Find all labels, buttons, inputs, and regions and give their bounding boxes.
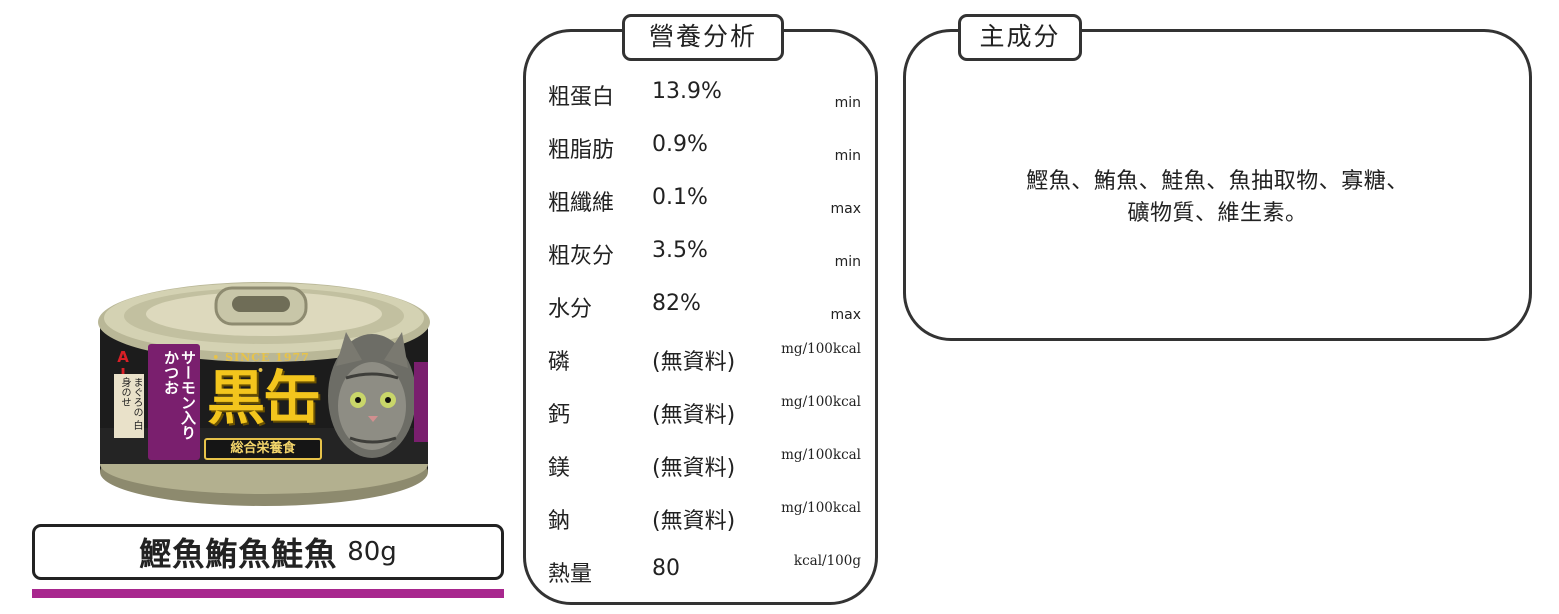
ingredients-title: 主成分: [958, 14, 1082, 61]
nutrition-row: 磷 (無資料) mg/100kcal: [526, 341, 881, 397]
nutrient-label: 粗灰分: [548, 244, 615, 269]
ingredients-line: 礦物質、維生素。: [1127, 201, 1308, 226]
nutrient-unit: mg/100kcal: [781, 341, 861, 357]
nutrient-unit: min: [834, 148, 861, 164]
nutrient-unit: kcal/100g: [793, 553, 861, 569]
nutrition-row: 鈉 (無資料) mg/100kcal: [526, 500, 881, 556]
nutrient-unit: min: [834, 254, 861, 270]
nutrient-label: 熱量: [548, 562, 593, 587]
nutrient-value: 0.9%: [652, 132, 708, 157]
nutrient-value: 13.9%: [652, 79, 722, 104]
accent-bar: [32, 589, 504, 598]
nutrition-panel: 粗蛋白 13.9% min 粗脂肪 0.9% min 粗纖維 0.1% max …: [523, 29, 878, 605]
nutrition-title: 營養分析: [622, 14, 784, 61]
nutrient-label: 磷: [548, 350, 571, 375]
nutrient-value: (無資料): [652, 509, 736, 534]
nutrient-unit: max: [830, 307, 861, 323]
can-since-text: • SINCE 1977 •: [212, 351, 310, 377]
nutrient-value: (無資料): [652, 456, 736, 481]
can-product-name: 黒缶: [206, 364, 321, 432]
nutrition-row: 粗灰分 3.5% min: [526, 238, 881, 291]
nutrient-unit: max: [830, 201, 861, 217]
nutrition-row: 粗纖維 0.1% max: [526, 185, 881, 238]
nutrient-value: (無資料): [652, 403, 736, 428]
can-side-label: まぐろの 白身のせ: [114, 374, 144, 438]
nutrient-label: 水分: [548, 297, 593, 322]
nutrient-value: 80: [652, 556, 680, 581]
nutrition-row: 粗蛋白 13.9% min: [526, 79, 881, 132]
nutrient-label: 鈉: [548, 509, 571, 534]
ingredients-panel: 鰹魚、鮪魚、鮭魚、魚抽取物、寡糖、 礦物質、維生素。: [903, 29, 1532, 341]
product-name: 鰹魚鮪魚鮭魚: [139, 535, 338, 573]
product-section: AIXIA まぐろの 白身のせ サーモン入り かつお • SINCE 1977 …: [0, 0, 520, 614]
nutrition-row: 水分 82% max: [526, 291, 881, 344]
nutrient-value: (無資料): [652, 350, 736, 375]
can-flavor-label: サーモン入り かつお: [148, 344, 200, 460]
nutrient-value: 82%: [652, 291, 701, 316]
nutrition-row: 鈣 (無資料) mg/100kcal: [526, 394, 881, 450]
nutrient-unit: min: [834, 95, 861, 111]
nutrient-label: 粗纖維: [548, 191, 615, 216]
nutrition-row: 鎂 (無資料) mg/100kcal: [526, 447, 881, 503]
nutrition-row: 粗脂肪 0.9% min: [526, 132, 881, 185]
cat-food-can-image: AIXIA まぐろの 白身のせ サーモン入り かつお • SINCE 1977 …: [96, 278, 432, 510]
nutrient-unit: mg/100kcal: [781, 447, 861, 463]
ingredients-line: 鰹魚、鮪魚、鮭魚、魚抽取物、寡糖、: [1026, 169, 1409, 194]
product-name-box: 鰹魚鮪魚鮭魚 80g: [32, 524, 504, 580]
nutrient-label: 鈣: [548, 403, 571, 428]
nutrient-label: 粗蛋白: [548, 85, 615, 110]
nutrient-label: 粗脂肪: [548, 138, 615, 163]
product-weight: 80g: [347, 537, 397, 567]
nutrient-value: 0.1%: [652, 185, 708, 210]
nutrition-row: 熱量 80 kcal/100g: [526, 553, 881, 609]
can-subtitle: 総合栄養食: [204, 438, 322, 460]
nutrient-unit: mg/100kcal: [781, 500, 861, 516]
nutrient-label: 鎂: [548, 456, 571, 481]
ingredients-text: 鰹魚、鮪魚、鮭魚、魚抽取物、寡糖、 礦物質、維生素。: [906, 166, 1529, 230]
nutrient-value: 3.5%: [652, 238, 708, 263]
nutrient-unit: mg/100kcal: [781, 394, 861, 410]
